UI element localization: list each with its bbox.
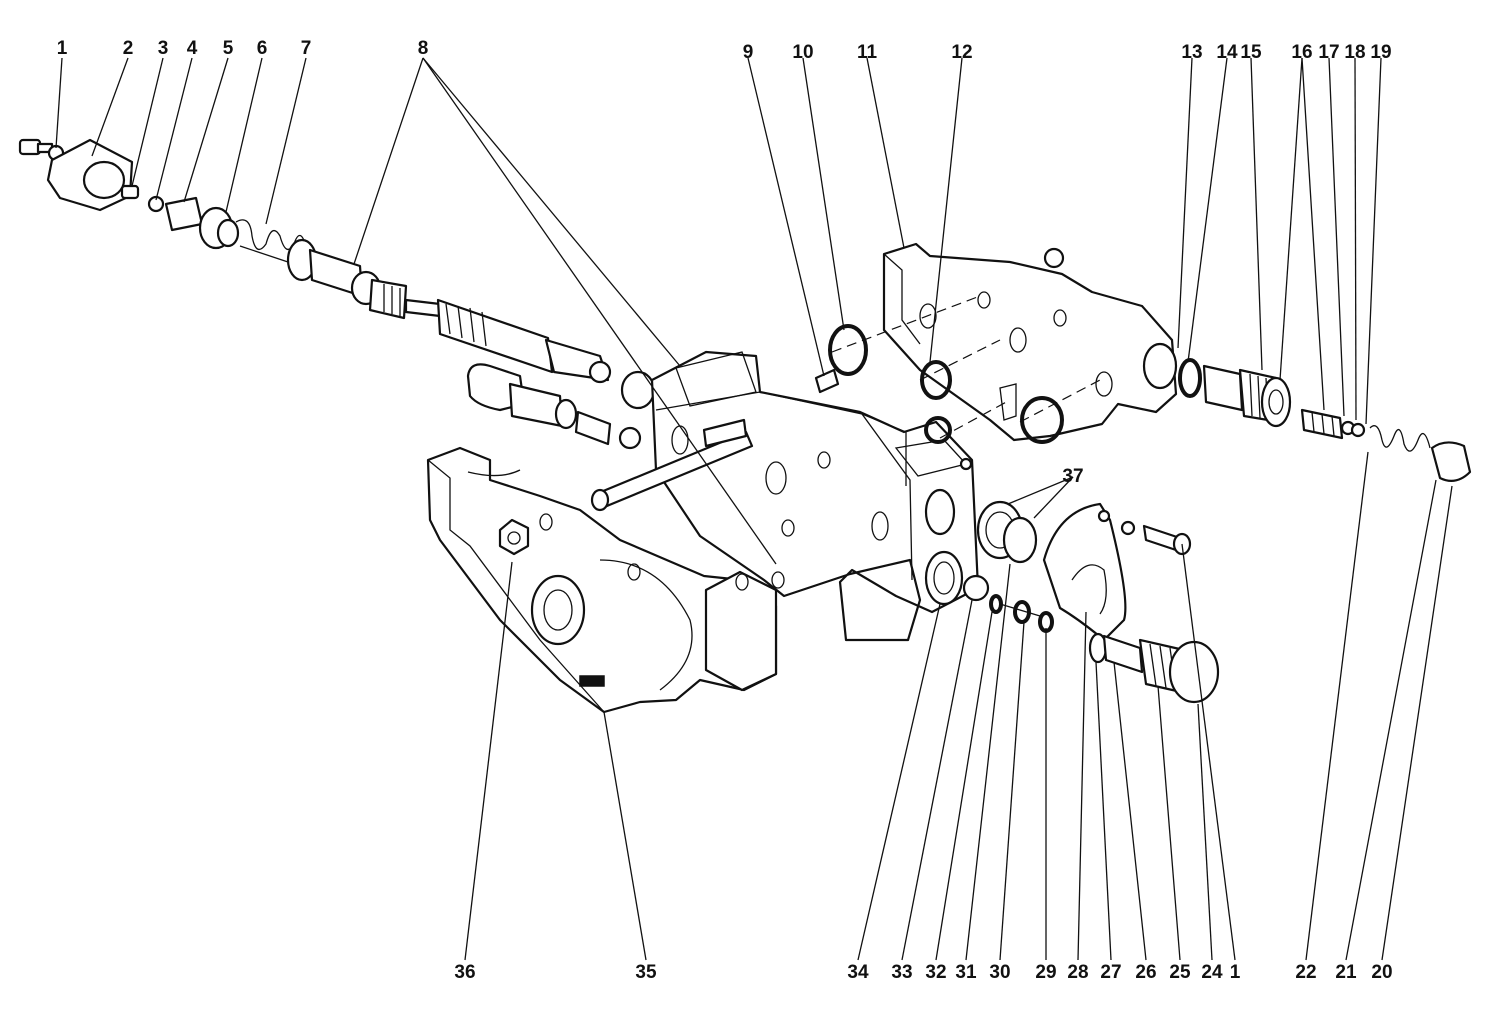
callout-bot-25: 25 [1169, 962, 1191, 983]
callout-bot-30: 30 [989, 962, 1010, 983]
callout-top-17: 17 [1318, 42, 1339, 63]
callout-bot-26: 26 [1135, 962, 1156, 983]
callout-top-2: 2 [123, 38, 134, 59]
callout-bot-29: 29 [1035, 962, 1056, 983]
callout-bot-35: 35 [635, 962, 657, 983]
rear-valve-body [882, 242, 1178, 442]
callout-top-16: 16 [1291, 42, 1312, 63]
callout-top-5: 5 [223, 38, 234, 59]
callout-top-1: 1 [57, 38, 68, 59]
callout-bot-22: 22 [1295, 962, 1316, 983]
callout-bot-34: 34 [847, 962, 869, 983]
valve-assembly-artwork [18, 138, 1472, 714]
callout-top-13: 13 [1181, 42, 1202, 63]
callout-bot-27: 27 [1100, 962, 1121, 983]
callout-labels: 1 2 3 4 5 6 7 8 9 10 11 12 13 14 15 16 1… [57, 38, 1393, 983]
callout-top-4: 4 [187, 38, 198, 59]
callout-top-11: 11 [857, 42, 878, 63]
callout-top-15: 15 [1240, 42, 1262, 63]
callout-top-10: 10 [792, 42, 813, 63]
callout-bot-33: 33 [891, 962, 912, 983]
callout-bot-31: 31 [955, 962, 977, 983]
callout-bot-21: 21 [1335, 962, 1357, 983]
lower-right-parts [962, 500, 1220, 704]
alignment-lines [831, 295, 1101, 439]
callout-bot-36: 36 [454, 962, 475, 983]
callout-top-19: 19 [1370, 42, 1391, 63]
front-housing [426, 446, 778, 714]
end-cap-parts-left [18, 138, 240, 250]
callout-mid-37: 37 [1062, 466, 1083, 487]
callout-bot-1: 1 [1230, 962, 1241, 983]
callout-top-18: 18 [1344, 42, 1365, 63]
callout-top-12: 12 [951, 42, 972, 63]
relief-valve-left [466, 363, 656, 450]
callout-bot-24: 24 [1201, 962, 1223, 983]
spring-and-spool [235, 219, 612, 384]
main-valve-body [590, 350, 980, 642]
callout-bot-28: 28 [1067, 962, 1088, 983]
leader-lines [55, 57, 1453, 961]
right-plug-parts [1178, 358, 1472, 483]
callout-bot-20: 20 [1371, 962, 1392, 983]
callout-top-3: 3 [158, 38, 169, 59]
callout-top-7: 7 [301, 38, 312, 59]
callout-top-14: 14 [1216, 42, 1238, 63]
callout-top-6: 6 [257, 38, 268, 59]
o-rings [814, 324, 1064, 444]
callout-bot-32: 32 [925, 962, 946, 983]
callout-top-8: 8 [418, 38, 429, 59]
callout-top-9: 9 [743, 42, 754, 63]
